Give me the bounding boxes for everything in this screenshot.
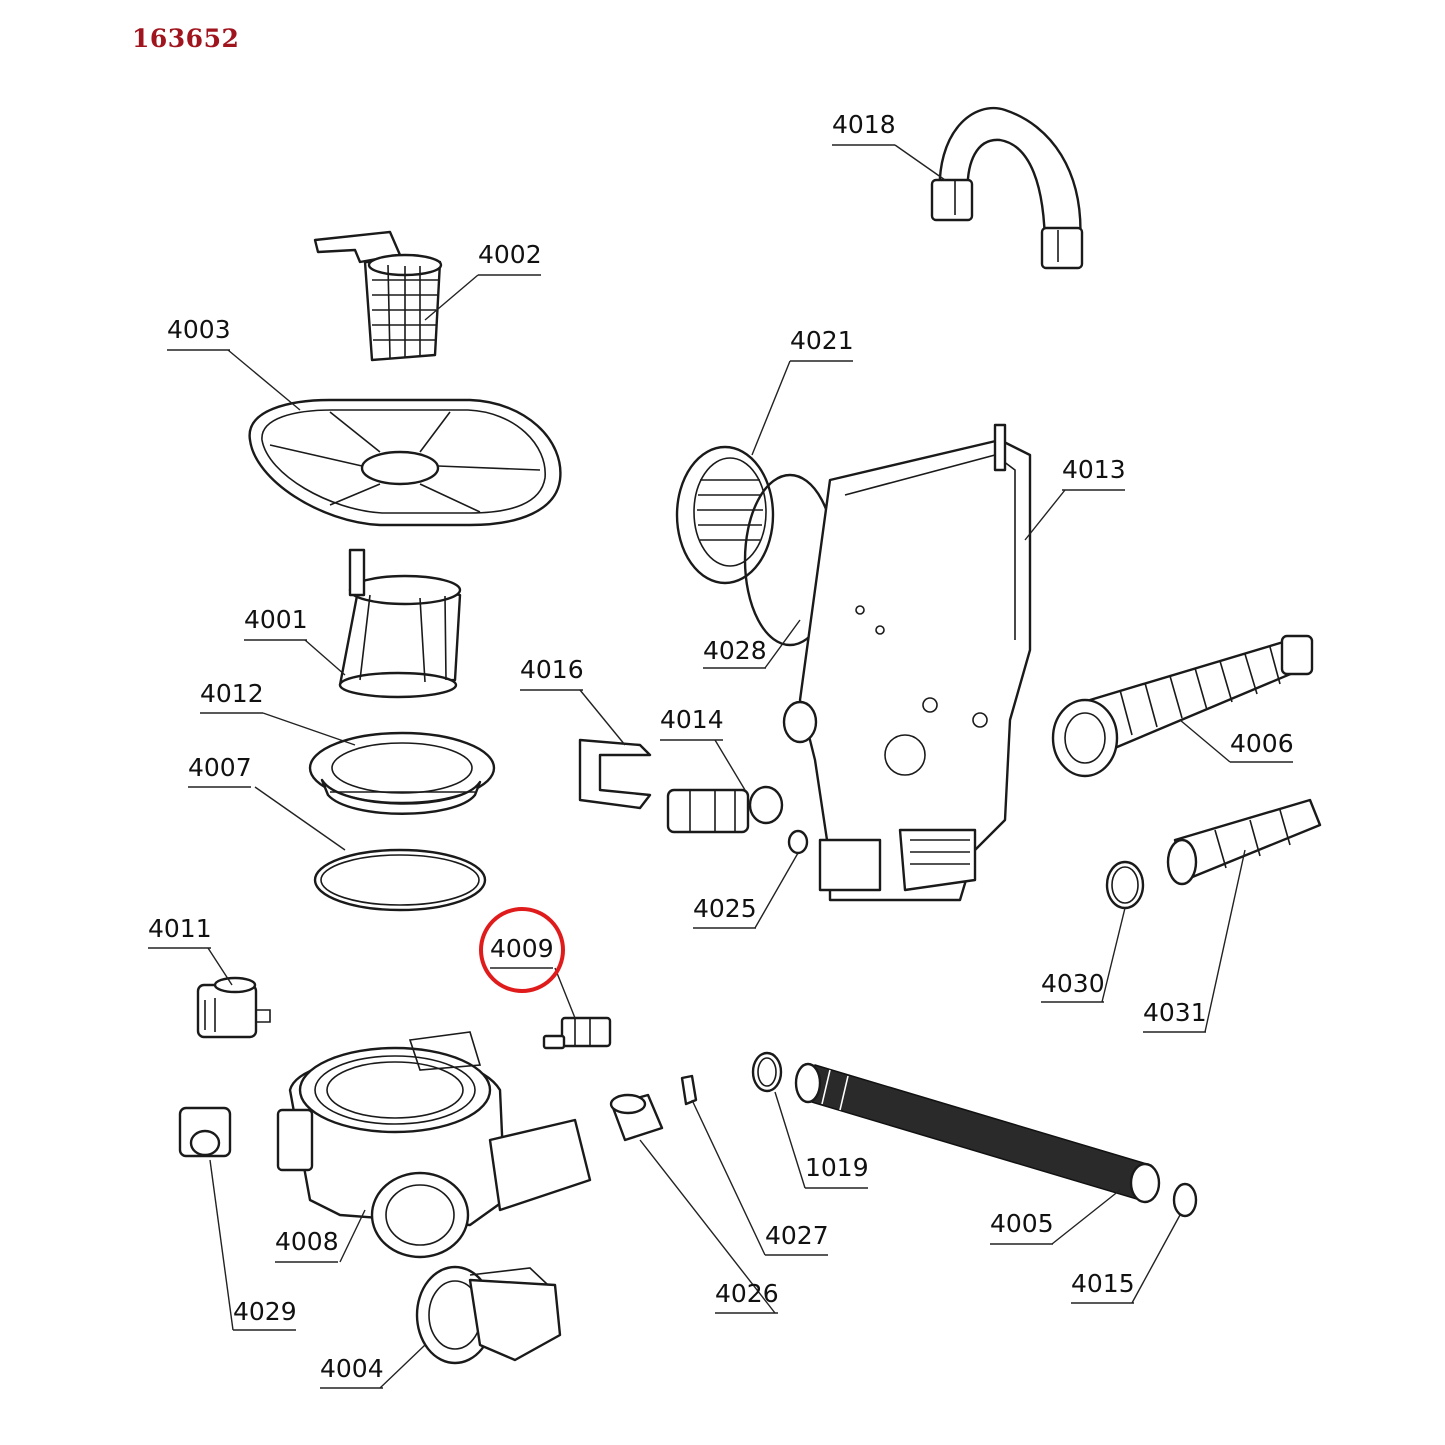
label-4009: 4009 [490,934,554,963]
label-4004: 4004 [320,1354,384,1383]
label-4027: 4027 [765,1221,829,1250]
label-4011: 4011 [148,914,212,943]
label-4030: 4030 [1041,969,1105,998]
highlight-circle [479,907,565,993]
label-4026: 4026 [715,1279,779,1308]
part-labels: 4018 4002 4003 4021 4013 4001 4028 4016 … [148,110,1294,1389]
label-4029: 4029 [233,1297,297,1326]
part-4001-fine-filter [338,548,462,699]
part-1019-o-ring [751,1051,783,1093]
label-4006: 4006 [1230,729,1294,758]
label-4015: 4015 [1071,1269,1135,1298]
label-4031: 4031 [1143,998,1207,1027]
part-4004-drain-pump [415,1265,562,1365]
part-4030-hose-clamp [1105,860,1145,910]
label-4016: 4016 [520,655,584,684]
leader-lines [207,144,1246,1389]
label-4012: 4012 [200,679,264,708]
part-4018-curved-hose [930,107,1084,270]
label-4008: 4008 [275,1227,339,1256]
part-4031-adapter [1166,798,1322,886]
label-4018: 4018 [832,110,896,139]
label-4003: 4003 [167,315,231,344]
part-4011-motor [196,976,271,1039]
part-4013-housing [782,423,1032,902]
part-4015-o-ring [1172,1182,1198,1218]
part-4026-sleeve [609,1093,664,1142]
part-4008-sump [276,1031,592,1259]
label-4007: 4007 [188,753,252,782]
label-4014: 4014 [660,705,724,734]
label-1019: 1019 [805,1153,869,1182]
label-4028: 4028 [703,636,767,665]
part-4007-seal-ring [313,848,487,912]
label-4002: 4002 [478,240,542,269]
part-4021-round-flap [675,445,775,585]
label-4013: 4013 [1062,455,1126,484]
part-4002-micro-filter [313,230,443,362]
part-4009-sensor [542,1016,612,1050]
diagram-id: 163652 [132,24,240,53]
part-4016-bracket [578,738,652,810]
part-4012-filter-ring [308,731,496,815]
label-4005: 4005 [990,1209,1054,1238]
part-4003-flat-filter [248,398,562,527]
part-4027-clip [680,1074,698,1106]
part-4025-o-ring [787,829,809,855]
label-4001: 4001 [244,605,308,634]
label-4025: 4025 [693,894,757,923]
label-4021: 4021 [790,326,854,355]
part-4029-cap [178,1106,232,1158]
part-4014-valve [666,785,784,834]
part-4005-drain-hose [794,1062,1161,1204]
part-4006-corrugated-hose [1051,634,1314,778]
